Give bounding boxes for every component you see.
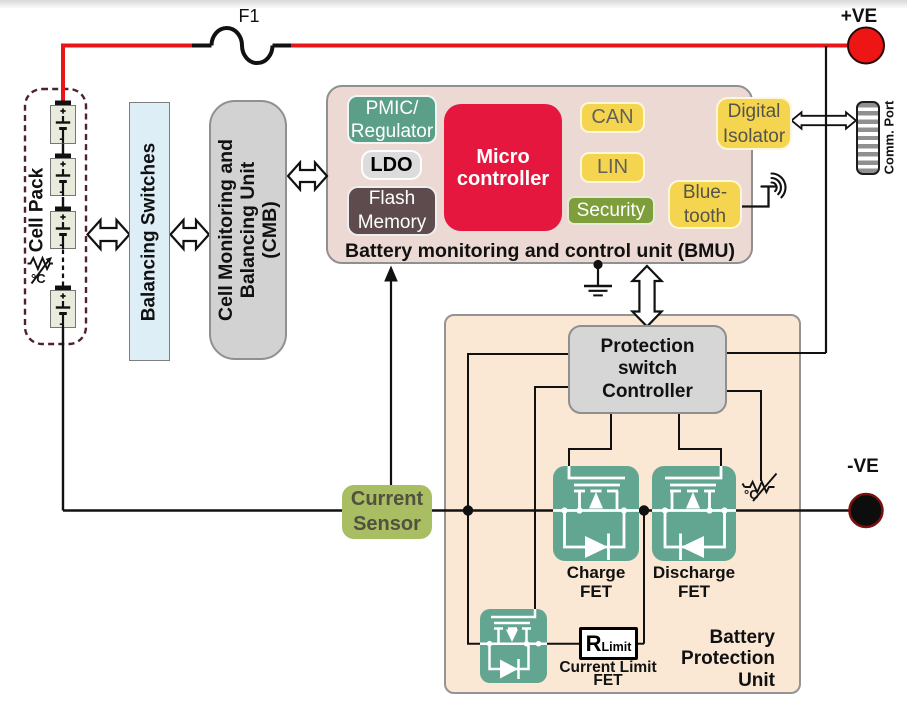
discharge-fet-symbol (652, 466, 736, 560)
fuse-symbol (209, 26, 275, 65)
can-block: CAN (580, 102, 645, 133)
bluetooth-block: Blue- tooth (668, 180, 742, 229)
negative-terminal-dot (848, 492, 884, 529)
flash-memory-block: Flash Memory (347, 186, 437, 236)
negative-terminal-label: -VE (847, 455, 879, 477)
security-block: Security (567, 196, 655, 225)
positive-wire (61, 26, 850, 101)
pmic-regulator-block: PMIC/ Regulator (347, 95, 437, 144)
current-sensor-block: Current Sensor (342, 485, 432, 539)
discharge-fet-block (652, 466, 736, 561)
antenna-icon (760, 172, 787, 199)
arrow-cmb-bmu (286, 159, 329, 193)
lin-block: LIN (580, 152, 645, 183)
bus-arrows (86, 110, 858, 329)
fuse-label: F1 (238, 5, 260, 26)
microcontroller-block: Micro controller (444, 104, 562, 231)
current-limit-fet-label: Current Limit FET (559, 658, 657, 689)
arrowhead-to-bmu (384, 265, 398, 282)
cell-pack-dashed-border (23, 87, 88, 346)
wire-psc-chgfet-gate (568, 414, 612, 466)
balancing-switches-block (129, 102, 170, 361)
positive-terminal-dot (847, 26, 885, 65)
wire-psc-thermistor (727, 390, 762, 481)
positive-terminal-label: +VE (840, 6, 878, 27)
bpu-temp-label: °C (744, 487, 759, 502)
wire-psc-clfet-gate (534, 386, 568, 609)
bpu-temp-sensor-icon (741, 472, 778, 502)
current-limit-fet-block (480, 609, 547, 683)
battery-cell-symbols (55, 108, 71, 328)
top-gradient-band (0, 0, 907, 9)
charge-fet-label: Charge FET (566, 562, 626, 601)
wire-psc-left (467, 353, 568, 645)
bpu-title: Battery Protection Unit (681, 626, 775, 691)
cell-temp-sensor-icon (27, 255, 53, 285)
comm-port-connector-icon (856, 101, 880, 175)
bmu-title: Battery monitoring and control unit (BMU… (345, 240, 735, 262)
current-limit-fet-symbol (480, 609, 547, 679)
ldo-block: LDO (361, 150, 422, 180)
protection-switch-controller-block: Protection switch Controller (568, 325, 727, 414)
cell-temp-label: °C (31, 271, 46, 286)
wire-bluetooth-antenna (742, 187, 770, 208)
wire-psc-disfet-gate (678, 414, 722, 466)
digital-isolator-block: Digital Isolator (716, 97, 792, 150)
ground-symbol (584, 264, 612, 297)
cmb-block (209, 100, 287, 360)
cell-terminal-bars (55, 100, 71, 290)
charge-fet-block (553, 466, 639, 561)
discharge-fet-label: Discharge FET (652, 562, 736, 601)
charge-fet-symbol (553, 466, 639, 560)
